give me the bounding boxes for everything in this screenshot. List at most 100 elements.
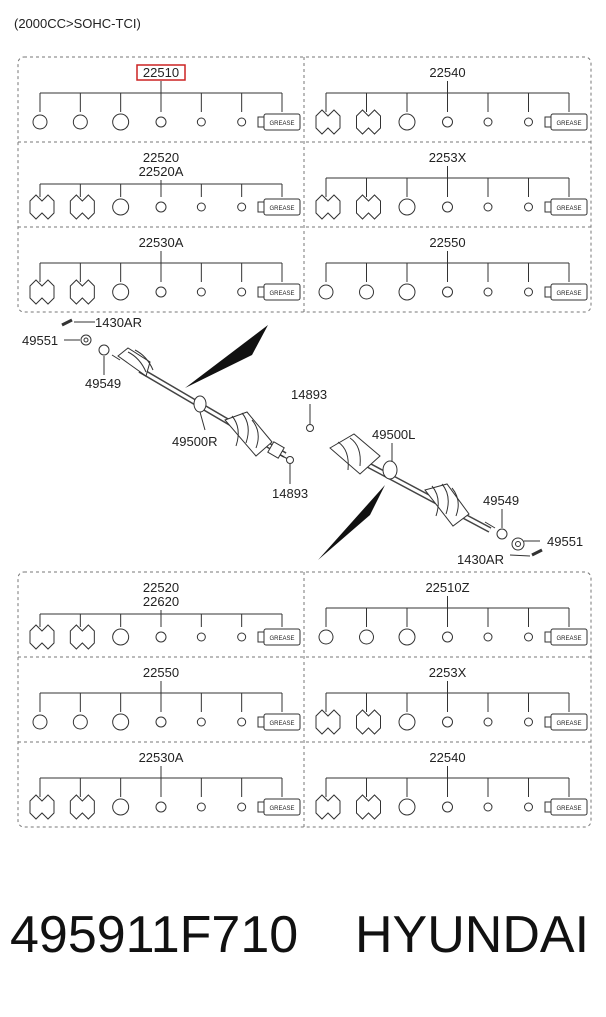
ring-icon: [318, 629, 334, 645]
ring-icon: [442, 801, 453, 813]
grease-label: GREASE: [556, 121, 581, 127]
boot-icon: [69, 279, 95, 305]
kit-cell: 22530A GREASE: [29, 750, 301, 820]
boot-icon: [69, 194, 95, 220]
callout-49549-top: 49549: [85, 376, 121, 391]
callout-14893-a: 14893: [291, 387, 327, 402]
part-number: 495911F710: [10, 906, 299, 964]
callout-49551-top: 49551: [22, 333, 58, 348]
kit-cell: 22510Z GREASE: [318, 580, 588, 646]
kit-part-number: 22530A: [139, 750, 184, 765]
kit-group-box: [17, 56, 592, 313]
brand-name: HYUNDAI: [355, 906, 590, 964]
ring-icon: [483, 717, 493, 727]
boot-icon: [356, 109, 381, 135]
kit-part-number: 22540: [429, 750, 465, 765]
grease-label: GREASE: [269, 206, 294, 212]
ring-icon: [483, 117, 493, 127]
ring-icon: [442, 201, 453, 213]
ring-icon: [32, 714, 48, 730]
ring-icon: [237, 802, 247, 812]
kit-part-number-alt: 22620: [143, 594, 179, 609]
boot-icon: [29, 624, 55, 650]
boot-icon: [356, 709, 381, 735]
ring-icon: [155, 286, 167, 298]
kit-part-number: 22510: [143, 65, 179, 80]
grease-tube-icon: GREASE: [257, 628, 301, 646]
kit-group-box: [17, 571, 592, 828]
ring-icon: [483, 287, 493, 297]
callout-14893-b: 14893: [272, 486, 308, 501]
callout-49551-bot: 49551: [547, 534, 583, 549]
ring-icon: [112, 798, 130, 816]
ring-icon: [398, 798, 416, 816]
ring-icon: [524, 802, 533, 812]
ring-icon: [112, 283, 130, 301]
grease-tube-icon: GREASE: [544, 198, 588, 216]
kit-part-number: 22530A: [139, 235, 184, 250]
ring-icon: [359, 284, 374, 300]
highlight-box: [136, 64, 186, 81]
boot-icon: [29, 279, 55, 305]
callout-1430ar-top: 1430AR: [95, 315, 142, 330]
boot-icon: [356, 194, 381, 220]
ring-icon: [72, 114, 88, 130]
grease-tube-icon: GREASE: [544, 113, 588, 131]
grease-tube-icon: GREASE: [257, 798, 301, 816]
boot-icon: [315, 109, 341, 135]
kit-part-number: 22520: [143, 150, 179, 165]
right-drive-shaft: [111, 347, 291, 461]
grease-label: GREASE: [269, 721, 294, 727]
axle-assembly: 1430AR 49551 49549 49500R 14893 14893 49…: [22, 315, 583, 567]
grease-label: GREASE: [269, 636, 294, 642]
ring-icon: [196, 202, 206, 212]
kit-part-number: 22550: [429, 235, 465, 250]
ring-icon: [155, 801, 167, 813]
boot-icon: [29, 794, 55, 820]
ring-icon: [442, 286, 453, 298]
ring-icon: [112, 113, 130, 131]
boot-icon: [356, 794, 381, 820]
ring-icon: [196, 287, 206, 297]
grease-label: GREASE: [556, 206, 581, 212]
ring-icon: [155, 631, 167, 643]
grease-label: GREASE: [269, 121, 294, 127]
grease-tube-icon: GREASE: [544, 713, 588, 731]
ring-icon: [442, 116, 453, 128]
kit-part-number: 2253X: [429, 665, 467, 680]
ring-icon: [398, 198, 416, 216]
kit-cell: 22530A GREASE: [29, 235, 301, 305]
ring-icon: [318, 284, 334, 300]
ring-icon: [359, 629, 374, 645]
grease-tube-icon: GREASE: [257, 283, 301, 301]
grease-label: GREASE: [556, 721, 581, 727]
callout-49500r: 49500R: [172, 434, 218, 449]
ring-icon: [155, 201, 167, 213]
boot-icon: [69, 624, 95, 650]
callout-49549-bot: 49549: [483, 493, 519, 508]
ring-icon: [72, 714, 88, 730]
ring-icon: [524, 632, 533, 642]
ring-icon: [237, 287, 247, 297]
ring-icon: [196, 802, 206, 812]
ring-icon: [112, 628, 130, 646]
ring-icon: [155, 116, 167, 128]
ring-icon: [398, 283, 416, 301]
grease-tube-icon: GREASE: [544, 283, 588, 301]
grease-tube-icon: GREASE: [257, 713, 301, 731]
ring-icon: [32, 114, 48, 130]
parts-diagram: 22510GREASE22540GREASE2252022520AGREASE2…: [17, 56, 592, 828]
left-drive-shaft: [329, 433, 496, 533]
kit-part-number: 22510Z: [425, 580, 469, 595]
kit-part-number: 22520: [143, 580, 179, 595]
grease-tube-icon: GREASE: [544, 628, 588, 646]
wedge-band-top: [185, 325, 268, 388]
